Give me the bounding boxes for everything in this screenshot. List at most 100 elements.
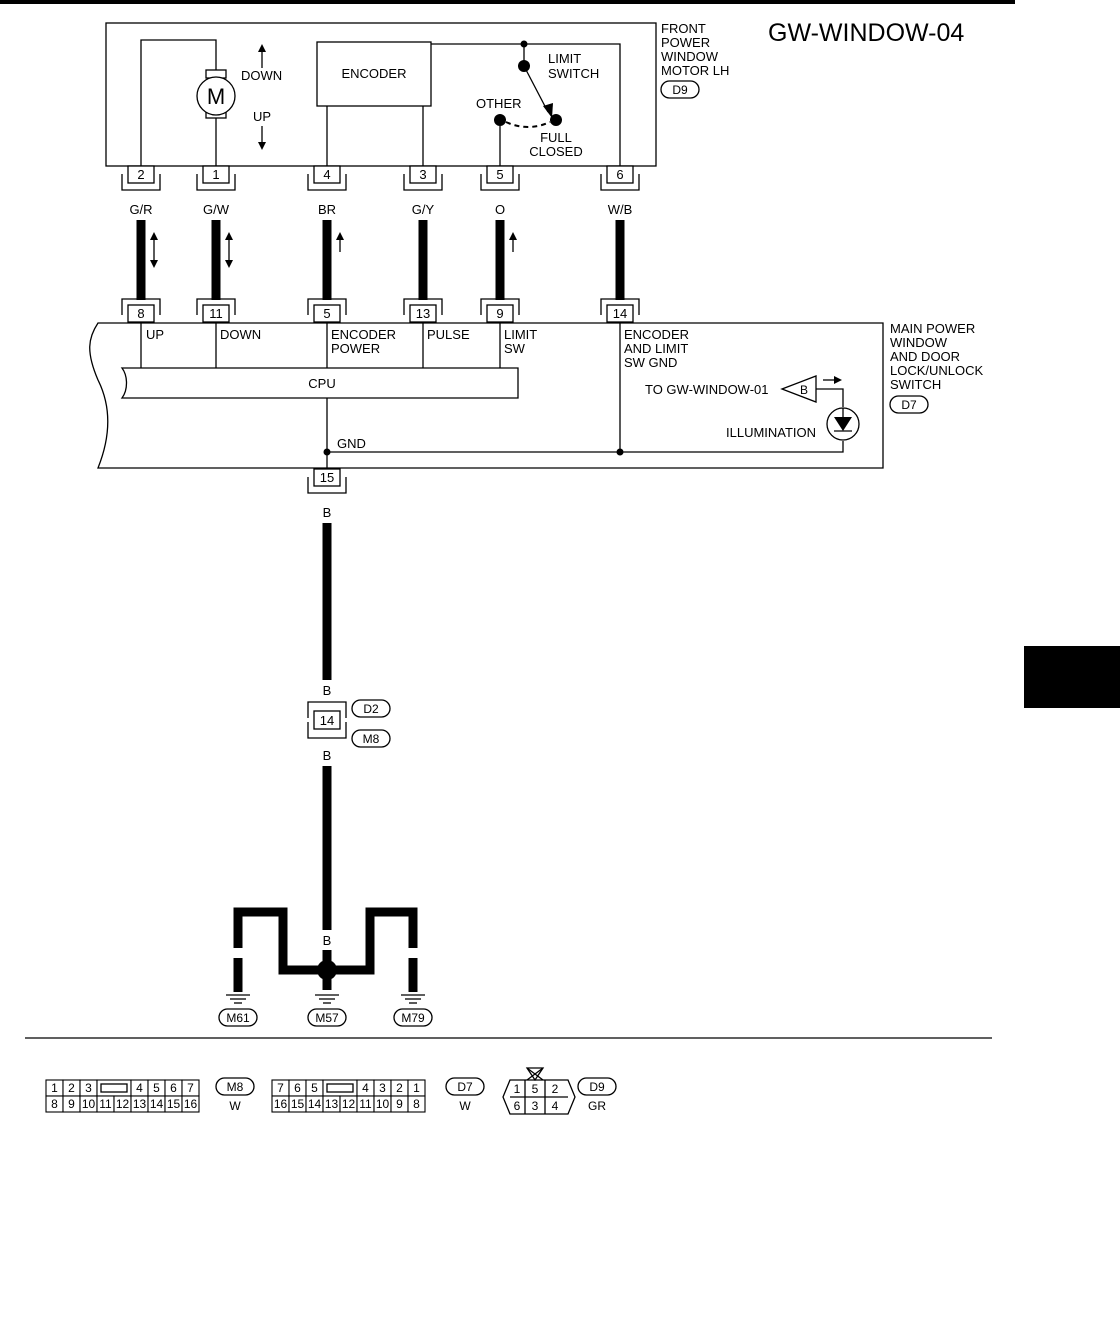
motor-terminal-6: 6 [600,165,640,191]
m8-pin: 12 [116,1097,130,1111]
illumination-label: ILLUMINATION [726,425,816,440]
motor-terminals: 2 1 4 3 5 6 [121,165,640,191]
motor-down-label: DOWN [241,68,282,83]
wire-color-gy: G/Y [412,202,435,217]
switch-terminal-8: 8 [121,298,161,323]
pin-label-encoder-gnd-3: SW GND [624,355,677,370]
ground-wire-color-3: B [323,748,332,763]
switch-terminal-14: 14 [600,298,640,323]
svg-text:5: 5 [496,167,503,182]
ground-wire-color-1: B [323,505,332,520]
svg-text:4: 4 [552,1099,559,1113]
motor-terminal-2: 2 [121,165,161,191]
m8-id: M8 [227,1080,244,1094]
m8-pin: 15 [167,1097,181,1111]
svg-text:B: B [323,933,332,948]
switch-terminal-11: 11 [196,298,236,323]
full-closed-label-2: CLOSED [529,144,582,159]
ground-network: B B B B B M61 M57 M79 [218,907,433,1027]
limit-other-contact [494,114,506,126]
switch-ground-terminal: 15 [307,468,347,494]
pin-label-encoder-gnd-2: AND LIMIT [624,341,688,356]
m8-pin: 8 [51,1097,58,1111]
switch-terminals: 8 11 5 13 9 14 [121,298,640,323]
svg-text:6: 6 [616,167,623,182]
m8-pin: 9 [68,1097,75,1111]
pin-label-down: DOWN [220,327,261,342]
d7-pin: 8 [413,1097,420,1111]
d7-pin: 10 [376,1097,390,1111]
m8-pin: 5 [153,1081,160,1095]
limit-switch-label-2: SWITCH [548,66,599,81]
ground-splice [317,960,337,980]
motor-terminal-4: 4 [307,165,347,191]
main-switch-unit: UP DOWN ENCODER POWER PULSE LIMIT SW ENC… [89,321,984,469]
switch-name-3: AND DOOR [890,349,960,364]
wire-color-gr: G/R [129,202,152,217]
svg-text:13: 13 [416,306,430,321]
pin-label-up: UP [146,327,164,342]
motor-symbol [196,76,236,116]
switch-connector-id: D7 [901,398,917,412]
d9-id: D9 [589,1080,605,1094]
svg-text:5: 5 [323,306,330,321]
m8-pin: 7 [187,1081,194,1095]
m8-pin: 6 [170,1081,177,1095]
switch-terminal-9: 9 [480,298,520,323]
top-border [0,0,1015,4]
to-window-01-label: TO GW-WINDOW-01 [645,382,769,397]
d7-pin: 14 [308,1097,322,1111]
m8-pin: 3 [85,1081,92,1095]
ground-m57: M57 [315,1011,339,1025]
full-closed-label-1: FULL [540,130,572,145]
motor-connector-id: D9 [672,83,688,97]
motor-name-4: MOTOR LH [661,63,729,78]
motor-up-label: UP [253,109,271,124]
svg-text:4: 4 [323,167,330,182]
svg-text:B: B [234,933,243,948]
d7-pin: 7 [277,1081,284,1095]
m8-pin: 14 [150,1097,164,1111]
switch-terminal-13: 13 [403,298,443,323]
ground-m61: M61 [226,1011,250,1025]
switch-terminal-5: 5 [307,298,347,323]
m8-pin: 1 [51,1081,58,1095]
motor-terminal-3: 3 [403,165,443,191]
d7-color: W [459,1099,471,1113]
motor-name-1: FRONT [661,21,706,36]
m8-pin: 13 [133,1097,147,1111]
svg-text:B: B [366,933,375,948]
ground-wire-color-2: B [323,683,332,698]
switch-name-2: WINDOW [890,335,948,350]
gnd-label: GND [337,436,366,451]
motor-to-switch-wires: G/R G/W BR G/Y O W/B [129,202,632,300]
m8-pin: 16 [184,1097,198,1111]
limit-switch-label-1: LIMIT [548,51,581,66]
motor-name-3: WINDOW [661,49,719,64]
motor-name-2: POWER [661,35,710,50]
d7-pin: 1 [413,1081,420,1095]
encoder-label: ENCODER [341,66,406,81]
svg-text:5: 5 [532,1082,539,1096]
pin-label-encoder-gnd-1: ENCODER [624,327,689,342]
svg-text:6: 6 [514,1099,521,1113]
m8-color: W [229,1099,241,1113]
wire-color-o: O [495,202,505,217]
cpu-box [120,367,519,399]
pin-label-pulse: PULSE [427,327,470,342]
m8-pin: 2 [68,1081,75,1095]
svg-text:8: 8 [137,306,144,321]
d7-pin: 12 [342,1097,356,1111]
svg-text:15: 15 [320,470,334,485]
ground-m79: M79 [401,1011,425,1025]
motor-unit: M DOWN UP ENCODER LIMIT SWITCH OTHER FUL… [105,21,729,167]
d7-pin: 4 [362,1081,369,1095]
d7-id: D7 [457,1080,473,1094]
svg-text:11: 11 [209,306,223,321]
m8-pin: 4 [136,1081,143,1095]
m8-pin: 10 [82,1097,96,1111]
m8-pin: 11 [99,1097,112,1111]
svg-text:14: 14 [320,713,334,728]
d7-pin: 9 [396,1097,403,1111]
